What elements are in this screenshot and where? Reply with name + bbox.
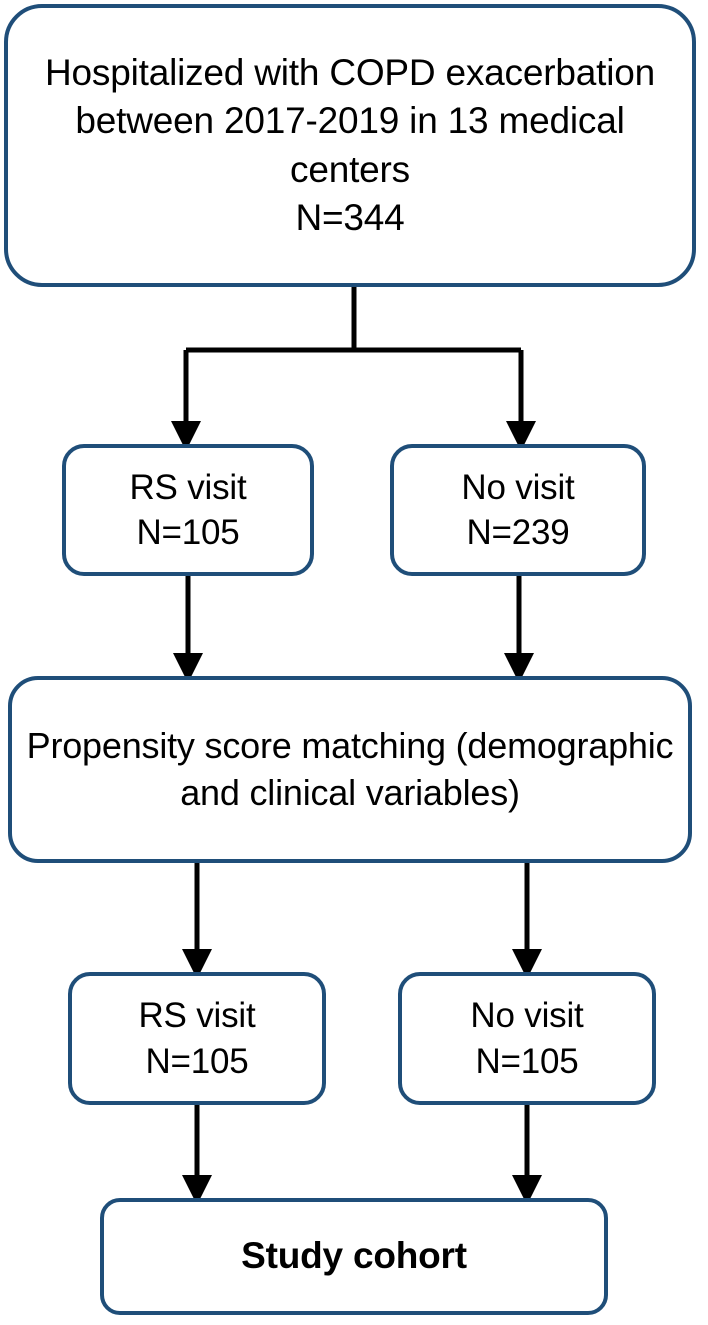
node-rs-visit-pre-label: RS visit N=105 [129, 467, 247, 553]
node-no-visit-pre: No visit N=239 [390, 444, 646, 576]
node-propensity-label: Propensity score matching (demographic a… [26, 724, 674, 813]
edge-cohort-source-to-level2 [171, 287, 536, 451]
node-no-visit-post-label: No visit N=105 [470, 996, 584, 1081]
node-no-visit-pre-label: No visit N=239 [461, 467, 575, 553]
node-rs-visit-post-label: RS visit N=105 [138, 996, 256, 1081]
node-rs-visit-post: RS visit N=105 [68, 972, 326, 1105]
node-propensity-score-matching: Propensity score matching (demographic a… [8, 676, 692, 863]
node-cohort-source-label: Hospitalized with COPD exacerbation betw… [45, 52, 655, 238]
node-rs-visit-pre: RS visit N=105 [62, 444, 314, 576]
node-cohort-source: Hospitalized with COPD exacerbation betw… [4, 4, 696, 287]
node-study-cohort-label: Study cohort [241, 1235, 467, 1277]
node-no-visit-post: No visit N=105 [398, 972, 656, 1105]
node-study-cohort: Study cohort [100, 1198, 608, 1315]
